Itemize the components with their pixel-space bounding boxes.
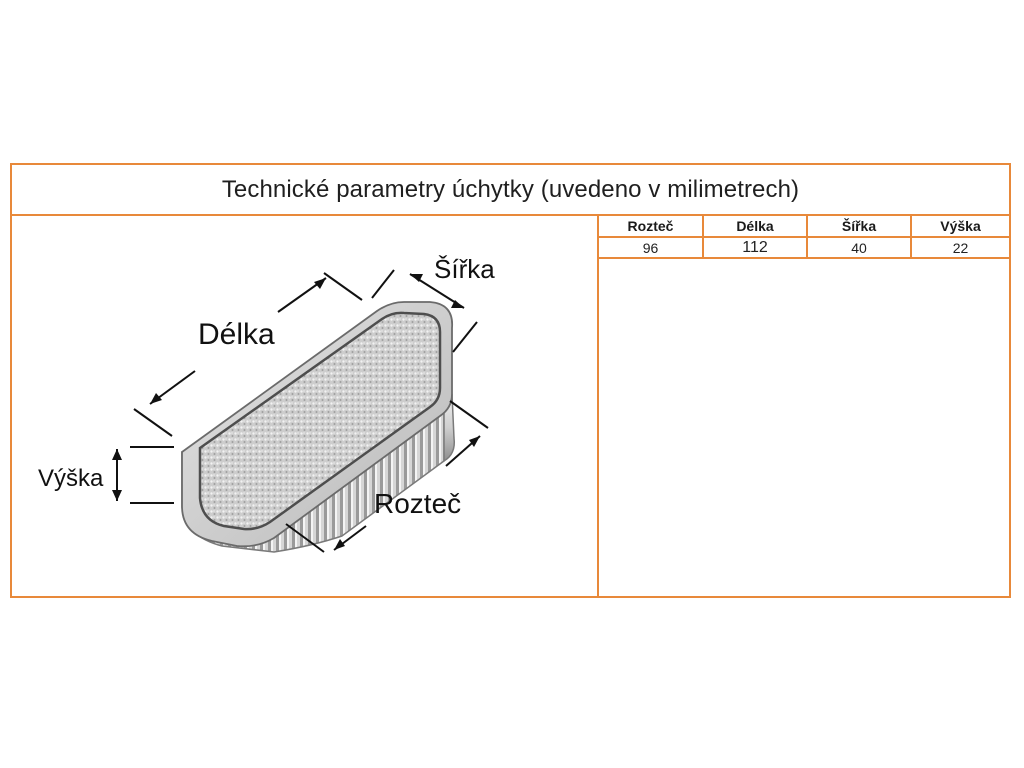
page-title: Technické parametry úchytky (uvedeno v m… [221, 175, 800, 203]
vertical-divider [597, 214, 599, 598]
header-roztec: Rozteč [599, 216, 704, 238]
value-vyska: 22 [911, 237, 1009, 259]
roztec-label: Rozteč [374, 488, 461, 519]
header-vyska: Výška [911, 216, 1009, 238]
table-row: 96 112 40 22 [599, 237, 1009, 259]
header-sirka: Šířka [807, 216, 912, 238]
value-roztec: 96 [599, 237, 704, 259]
roztec-ext-left [285, 523, 325, 553]
roztec-ext-right [449, 400, 489, 429]
value-delka: 112 [703, 237, 808, 259]
handle-image [181, 301, 456, 553]
spec-frame: Technické parametry úchytky (uvedeno v m… [10, 163, 1011, 598]
spec-table: Rozteč Délka Šířka Výška 96 112 40 22 [599, 216, 1009, 259]
delka-ext-right [323, 272, 363, 301]
sirka-label: Šířka [434, 254, 495, 284]
vyska-label: Výška [38, 465, 104, 492]
value-sirka: 40 [807, 237, 912, 259]
delka-ext-left [133, 408, 173, 437]
sirka-ext-left [371, 269, 395, 299]
handle-drawing: Délka Šířka Výška Rozteč [38, 254, 495, 553]
delka-label: Délka [198, 318, 275, 351]
sirka-ext-right [452, 321, 478, 353]
handle-diagram: Délka Šířka Výška Rozteč [12, 216, 597, 598]
arrow-heads [112, 274, 480, 550]
title-bar: Technické parametry úchytky (uvedeno v m… [12, 165, 1009, 216]
table-header-row: Rozteč Délka Šířka Výška [599, 216, 1009, 238]
header-delka: Délka [703, 216, 808, 238]
